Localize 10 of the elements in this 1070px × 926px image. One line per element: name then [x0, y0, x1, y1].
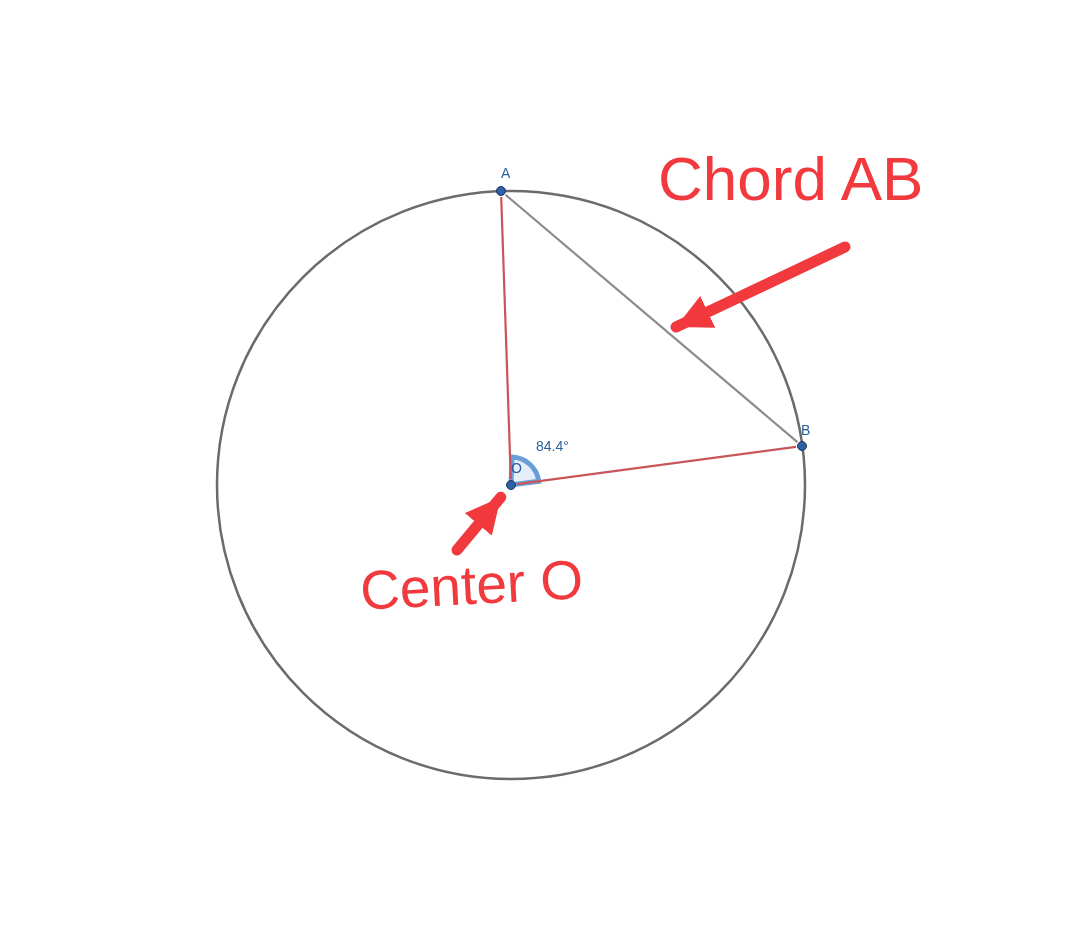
callout-label: Center O [358, 546, 585, 624]
chord-line [504, 194, 799, 443]
callout-arrow [670, 241, 851, 333]
angle-label: 84.4° [536, 438, 569, 454]
radius-line [516, 445, 797, 486]
callout-arrow [451, 491, 507, 556]
point-label: B [801, 423, 811, 437]
point-label: A [501, 166, 511, 180]
radius-line [500, 196, 512, 480]
callout-label: Chord AB [658, 146, 924, 212]
